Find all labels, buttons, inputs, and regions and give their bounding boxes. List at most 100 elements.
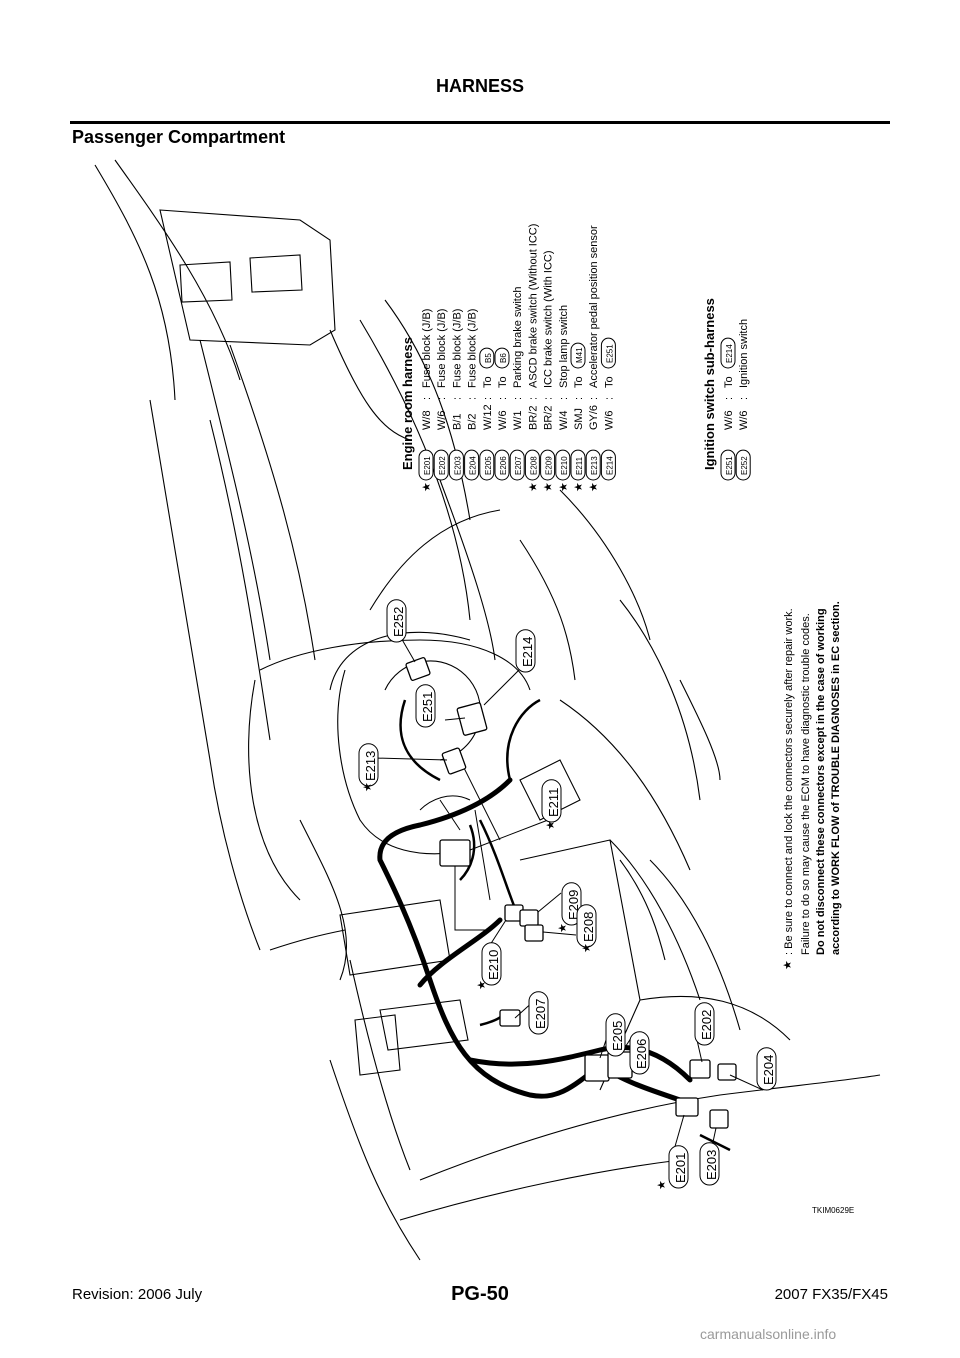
legend-conn: E201: [418, 449, 434, 481]
callout-e202-text: E202: [699, 1010, 714, 1040]
legend-desc: Fuse block (J/B): [436, 309, 448, 388]
legend-code: BR/2: [527, 406, 539, 430]
legend-colon: :: [436, 397, 448, 400]
legend-conn-text: E205: [484, 456, 493, 475]
legend-desc: ASCD brake switch (Without ICC): [527, 224, 539, 388]
legend-code: SMJ: [573, 408, 585, 430]
figure-id: TKIM0629E: [812, 1206, 855, 1215]
legend-colon: :: [467, 397, 479, 400]
note-star: ★: [782, 960, 794, 970]
legend-desc: To: [497, 376, 509, 388]
legend-desc: Fuse block (J/B): [467, 309, 479, 388]
callout-e205: E205: [605, 1013, 626, 1057]
legend-code: W/1: [512, 410, 524, 430]
callout-e251: E251: [415, 684, 436, 728]
callout-e213-text: E213: [363, 751, 378, 781]
legend-code: W/6: [603, 410, 615, 430]
legend-star: ★: [573, 482, 585, 492]
legend-conn-text: E211: [575, 456, 584, 475]
callout-e201: E201: [668, 1145, 689, 1189]
legend-conn-text: E207: [514, 456, 523, 475]
watermark: carmanualsonline.info: [700, 1326, 837, 1342]
legend-colon: :: [723, 397, 735, 400]
legend-desc: To: [603, 376, 615, 388]
legend-colon: :: [497, 397, 509, 400]
model-text: 2007 FX35/FX45: [774, 1286, 888, 1303]
legend-colon: :: [527, 397, 539, 400]
callout-e213: E213: [358, 743, 379, 787]
legend-conn: E251: [720, 449, 736, 481]
callout-e214-text: E214: [520, 637, 535, 667]
callout-e208: E208: [576, 904, 597, 948]
legend-conn-text: E213: [590, 456, 599, 475]
legend-star: ★: [558, 482, 570, 492]
callout-e201-text: E201: [673, 1153, 688, 1183]
star-marker-0: ★: [362, 782, 374, 792]
vehicle-outline: [94, 159, 881, 1261]
note-line-1: : Be sure to connect and lock the connec…: [783, 608, 795, 955]
star-marker-4: ★: [476, 980, 488, 990]
callout-e214: E214: [515, 629, 536, 673]
warning-note: ★ : Be sure to connect and lock the conne…: [782, 601, 842, 970]
legend-conn: E207: [509, 449, 525, 481]
engine-room-title: Engine room harness: [400, 337, 415, 470]
legend-code: W/8: [421, 410, 433, 430]
note-line-4: according to WORK FLOW of TROUBLE DIAGNO…: [830, 601, 842, 955]
callout-e203-text: E203: [704, 1150, 719, 1180]
legend-desc: Parking brake switch: [512, 287, 524, 389]
legend-conn-text: E201: [423, 456, 432, 475]
legend-star: ★: [543, 482, 555, 492]
legend-desc: Fuse block (J/B): [421, 309, 433, 388]
legend-to: E251: [600, 337, 616, 369]
legend-desc: ICC brake switch (With ICC): [543, 250, 555, 388]
legend-code: B/2: [467, 413, 479, 430]
legend-code: W/6: [738, 410, 750, 430]
legend-colon: :: [603, 397, 615, 400]
legend-colon: :: [451, 397, 463, 400]
legend-to: M41: [570, 342, 586, 369]
callout-e252: E252: [386, 599, 407, 643]
legend-conn: E214: [600, 449, 616, 481]
section-title: Passenger Compartment: [72, 127, 286, 147]
legend-conn-text: E203: [453, 456, 462, 475]
callout-e203: E203: [699, 1142, 720, 1186]
legend-conn: E213: [585, 449, 601, 481]
legend-to-text: B5: [484, 353, 493, 363]
legend-colon: :: [512, 397, 524, 400]
legend-to-text: B6: [499, 353, 508, 363]
callout-e207: E207: [528, 991, 549, 1035]
legend-conn: E211: [570, 449, 586, 481]
legend-colon: :: [482, 397, 494, 400]
legend-to-text: E251: [605, 344, 614, 363]
callout-e252-text: E252: [391, 607, 406, 637]
legend-to-text: E214: [725, 344, 734, 363]
legend-desc: Accelerator pedal position sensor: [588, 225, 600, 388]
legend-code: BR/2: [543, 406, 555, 430]
callout-e205-text: E205: [610, 1021, 625, 1051]
legend-conn-text: E210: [560, 456, 569, 475]
legend-to: E214: [720, 337, 736, 369]
legend-colon: :: [543, 397, 555, 400]
legend-desc: Ignition switch: [738, 319, 750, 388]
legend-colon: :: [738, 397, 750, 400]
legend-to-text: M41: [575, 347, 584, 363]
legend-conn: E204: [464, 449, 480, 481]
star-marker-2: ★: [557, 923, 569, 933]
legend-conn-text: E214: [605, 456, 614, 475]
legend-conn-text: E209: [545, 456, 554, 475]
legend-desc: Fuse block (J/B): [451, 309, 463, 388]
legend-code: GY/6: [588, 405, 600, 430]
header-rule: [70, 121, 890, 124]
callout-e211: E211: [541, 779, 562, 823]
legend-desc: To: [723, 376, 735, 388]
legend-conn-text: E252: [740, 456, 749, 475]
legend-conn-text: E204: [469, 456, 478, 475]
legend-colon: :: [558, 397, 570, 400]
note-line-2: Failure to do so may cause the ECM to ha…: [800, 613, 812, 955]
callout-e208-text: E208: [581, 912, 596, 942]
legend-code: W/6: [723, 410, 735, 430]
callout-e204: E204: [756, 1047, 777, 1091]
legend-code: W/6: [436, 410, 448, 430]
callout-e206: E206: [629, 1031, 650, 1075]
